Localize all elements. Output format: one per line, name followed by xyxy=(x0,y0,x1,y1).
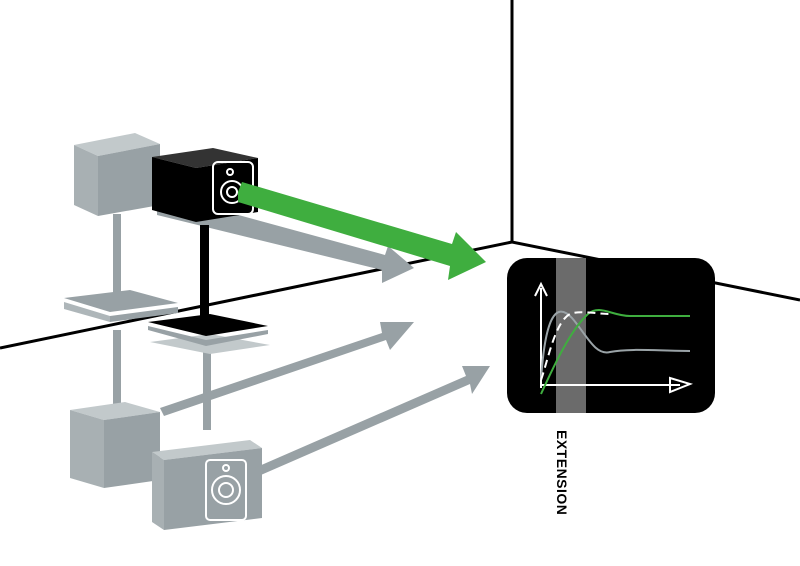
response-graph-icon xyxy=(534,281,694,395)
ghost-stand-base xyxy=(64,290,178,312)
ghost-speaker-top-left xyxy=(64,133,178,322)
arrow-icon xyxy=(160,322,414,416)
ghost-speaker-front xyxy=(150,334,270,530)
green-arrow xyxy=(238,182,486,280)
speaker-icon xyxy=(205,459,247,521)
extension-label: EXTENSION xyxy=(554,430,570,516)
curve-gray xyxy=(540,310,691,381)
curve-green xyxy=(540,309,690,395)
active-speaker xyxy=(148,148,268,346)
speaker-stand-icon xyxy=(200,225,209,320)
arrow-icon xyxy=(238,182,486,280)
response-graph xyxy=(507,258,715,413)
ghost-stand-pole xyxy=(113,214,121,299)
graph-background xyxy=(507,258,715,413)
curve-dashed xyxy=(540,311,613,381)
ghost-speaker-bottom-left xyxy=(70,330,160,488)
arrow-icon xyxy=(250,366,490,478)
